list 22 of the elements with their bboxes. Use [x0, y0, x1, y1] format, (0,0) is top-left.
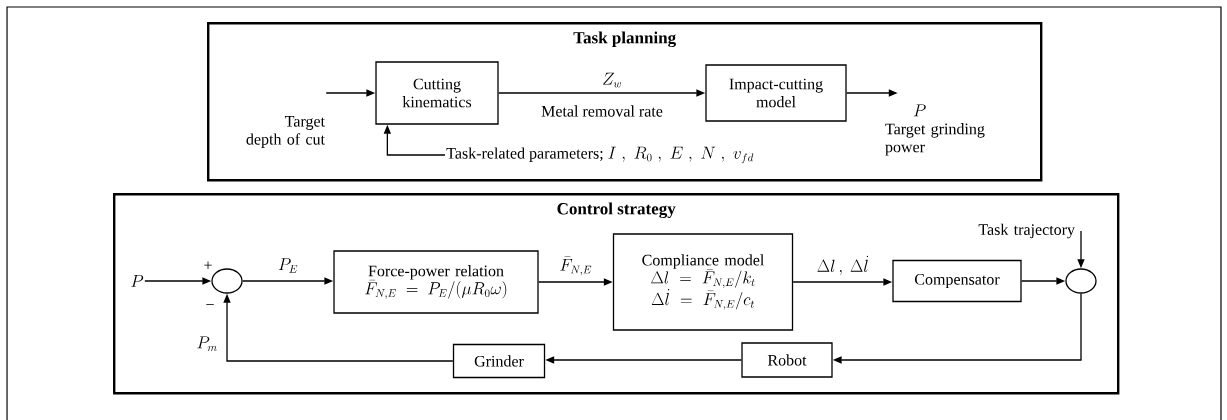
edge-label: $P_E$ [276, 257, 300, 274]
block-box: Cutting kinematics [375, 61, 499, 125]
signal-label: $P$ [131, 275, 144, 287]
signal-label: $Z_w$ [602, 72, 622, 88]
sign-label: + [204, 261, 212, 269]
block-box: Grinder [452, 343, 546, 379]
edge-label: Metal removal rate [540, 104, 664, 118]
block-box: Force-power relation $\bar{F}_{N,E} = P_E \big/ (\mu R_0 \omega)$ [333, 250, 539, 314]
signal-label: Task-related parameters; $I\;,\;R_0\;,\;E\;,\;N\;,\;v_{fd}$ [446, 146, 754, 164]
signal-label: $P$ Target grinding power [885, 104, 985, 156]
edge-label: $\bar{F}_{N,E}$ [558, 255, 594, 277]
edge-label: $\Delta l\,,\ \Delta \dot{l}$ [815, 254, 870, 277]
block-box: Compensator [892, 259, 1022, 303]
signal-label: Task trajectory [978, 223, 1075, 239]
summing-junction [211, 268, 243, 294]
edge-label: $P_m$ [195, 335, 219, 352]
block-box: Impact-cutting model [705, 64, 847, 122]
block-box: Compliance model $\Delta l = \bar{F}_{N,E} \big/ k_t$ $\Delta \dot{l} = \bar{F}_{N,E} \big/ c_t$ [612, 233, 794, 331]
block-box: Robot [741, 342, 833, 378]
summing-junction [1065, 268, 1097, 294]
signal-label: Target depth of cut [246, 116, 325, 148]
sign-label: − [206, 304, 214, 305]
